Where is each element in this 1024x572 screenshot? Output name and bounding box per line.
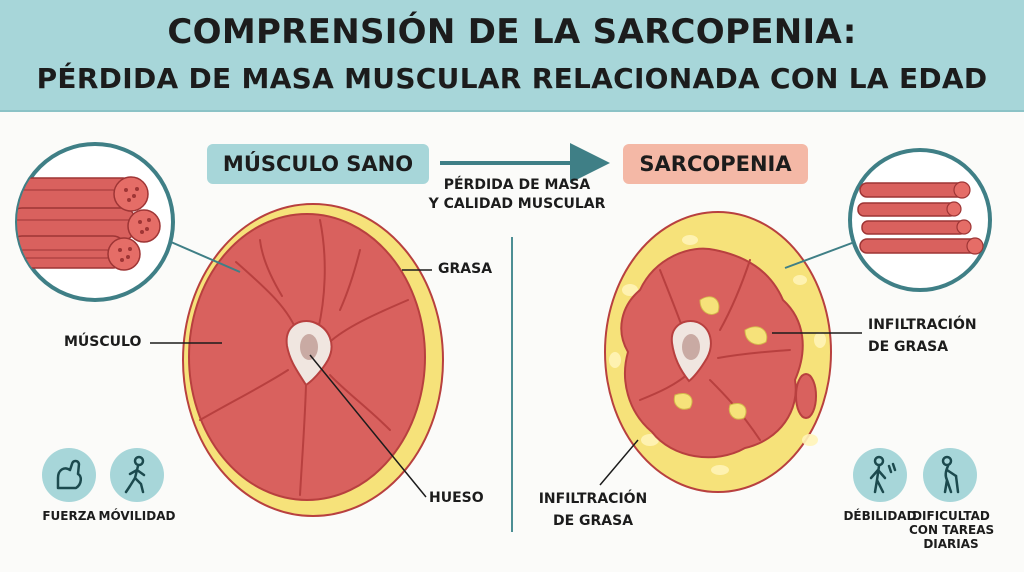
icon-label-dificultad-line-3: DIARIAS <box>923 537 979 551</box>
infiltracion-bottom-leader <box>599 439 639 486</box>
icon-label-dificultad: DIFICULTAD CON TAREAS DIARIAS <box>909 509 995 551</box>
label-infiltracion-right: INFILTRACIÓN DE GRASA <box>868 314 977 358</box>
healthy-heading: MÚSCULO SANO <box>207 144 429 184</box>
label-infiltracion-right-line-2: DE GRASA <box>868 339 949 355</box>
transition-line-2: Y CALIDAD MUSCULAR <box>428 196 606 212</box>
sarcopenia-fiber-zoom <box>784 148 992 292</box>
sarcopenia-heading: SARCOPENIA <box>623 144 808 184</box>
label-infiltracion-bottom: INFILTRACIÓN DE GRASA <box>528 488 658 532</box>
walking-person-icon <box>110 448 164 502</box>
icon-label-movilidad: MÓVILIDAD <box>98 509 176 523</box>
icon-label-debilidad: DÉBILIDAD <box>843 509 917 523</box>
title-line-1: COMPRENSIÓN DE LA SARCOPENIA: <box>167 12 857 52</box>
person-with-cane-icon <box>923 448 977 502</box>
transition-line-1: PÉRDIDA DE MASA <box>443 177 591 193</box>
icon-label-dificultad-line-1: DIFICULTAD <box>912 509 990 523</box>
icon-label-fuerza: FUERZA <box>42 509 96 523</box>
label-infiltracion-bottom-line-2: DE GRASA <box>552 513 634 529</box>
label-infiltracion-bottom-line-1: INFILTRACIÓN <box>538 491 648 507</box>
label-grasa: GRASA <box>438 261 493 277</box>
center-divider <box>511 237 513 532</box>
title-banner: COMPRENSIÓN DE LA SARCOPENIA: PÉRDIDA DE… <box>0 0 1024 112</box>
healthy-fiber-zoom <box>15 142 241 302</box>
title-line-2: PÉRDIDA DE MASA MUSCULAR RELACIONADA CON… <box>36 62 988 95</box>
label-infiltracion-right-line-1: INFILTRACIÓN <box>868 317 977 333</box>
hueso-leader <box>309 354 427 498</box>
fat-infiltration-patches <box>673 296 768 420</box>
label-hueso: HUESO <box>429 490 484 506</box>
label-musculo: MÚSCULO <box>64 334 142 350</box>
icon-label-dificultad-line-2: CON TAREAS <box>909 523 995 537</box>
sarcopenia-muscle <box>620 247 804 459</box>
flexed-arm-icon <box>42 448 96 502</box>
transition-caption: PÉRDIDA DE MASA Y CALIDAD MUSCULAR <box>424 176 610 214</box>
sarcopenia-cross-section <box>604 211 832 493</box>
weak-person-icon <box>853 448 907 502</box>
